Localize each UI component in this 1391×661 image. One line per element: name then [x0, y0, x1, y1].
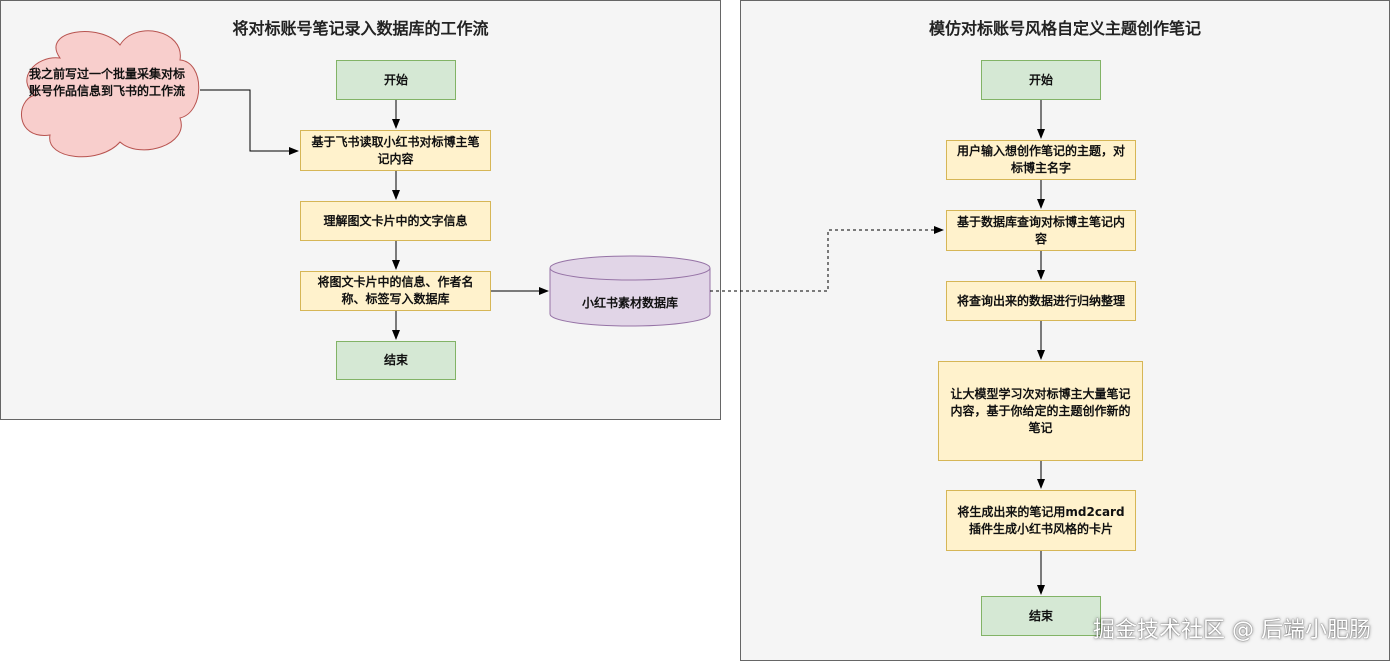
watermark: 掘金技术社区 @ 后端小肥肠 [1093, 618, 1371, 643]
database-label: 小红书素材数据库 [581, 296, 678, 310]
right-generate-node: 将生成出来的笔记用md2card插件生成小红书风格的卡片 [946, 490, 1136, 551]
right-input-node: 用户输入想创作笔记的主题，对标博主名字 [946, 140, 1136, 180]
edge-cloud-read [200, 89, 299, 155]
cloud-note: 我之前写过一个批量采集对标账号作品信息到飞书的工作流 [28, 67, 185, 98]
left-start-node: 开始 [336, 60, 456, 100]
right-start-node: 开始 [981, 60, 1101, 100]
cloud-shape [21, 30, 200, 158]
left-end-node: 结束 [336, 341, 456, 380]
edge-database-query [710, 226, 944, 292]
right-end-node: 结束 [981, 596, 1101, 636]
left-panel-title: 将对标账号笔记录入数据库的工作流 [232, 19, 489, 38]
right-panel-title: 模仿对标账号风格自定义主题创作笔记 [928, 19, 1201, 38]
left-understand-node: 理解图文卡片中的文字信息 [300, 201, 491, 241]
right-summarize-node: 将查询出来的数据进行归纳整理 [946, 281, 1136, 321]
right-learn-node: 让大模型学习次对标博主大量笔记内容，基于你给定的主题创作新的笔记 [938, 361, 1143, 461]
database-shape [549, 255, 711, 327]
left-write-node: 将图文卡片中的信息、作者名称、标签写入数据库 [300, 271, 491, 311]
right-query-node: 基于数据库查询对标博主笔记内容 [946, 210, 1136, 251]
left-read-node: 基于飞书读取小红书对标博主笔记内容 [300, 130, 491, 171]
